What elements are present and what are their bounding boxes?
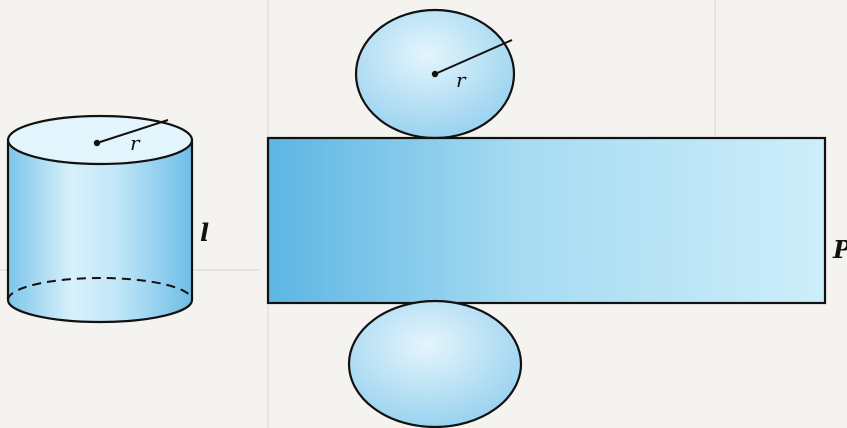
rectangle-side-label: P — [832, 235, 847, 264]
cylinder — [6, 114, 194, 324]
top-circle — [354, 8, 516, 140]
cylinder-height-label: l — [200, 218, 209, 247]
bottom-circle — [347, 299, 523, 428]
cylinder-radius-line — [96, 119, 169, 144]
top-circle-radius-label: r — [456, 68, 467, 92]
top-circle-radius-line — [434, 39, 513, 75]
cylinder-radius-label: r — [130, 131, 141, 155]
lateral-surface-rectangle — [266, 136, 827, 305]
